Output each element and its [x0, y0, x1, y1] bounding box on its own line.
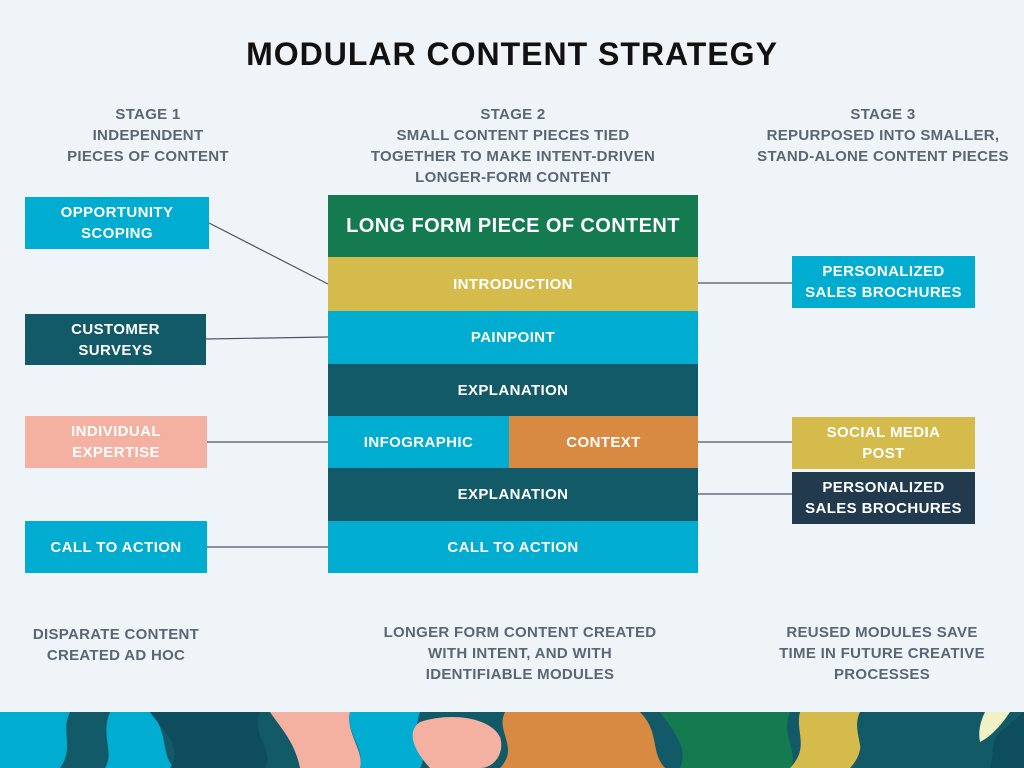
piece-label-line: SALES BROCHURES	[805, 500, 962, 517]
module-context: CONTEXT	[509, 416, 698, 468]
module-introduction: INTRODUCTION	[328, 257, 698, 311]
deco-light-leaf	[979, 712, 1010, 742]
piece-label-line: PERSONALIZED	[822, 479, 945, 496]
deco-pink-leaf	[412, 717, 502, 768]
connector-opportunity-introduction	[208, 222, 329, 285]
decorative-leaf-band	[0, 712, 1024, 768]
stage-3-line: STAGE 3	[850, 106, 916, 123]
footer-line: TIME IN FUTURE CREATIVE	[779, 645, 985, 662]
module-explanation-2: EXPLANATION	[328, 468, 698, 521]
deco-navy-leaf	[150, 712, 268, 768]
footer-stage-2: LONGER FORM CONTENT CREATED WITH INTENT,…	[328, 622, 712, 685]
footer-line: REUSED MODULES SAVE	[786, 624, 978, 641]
deco-navy-leaf	[990, 712, 1024, 768]
module-label: CALL TO ACTION	[447, 538, 579, 556]
footer-line: WITH INTENT, AND WITH	[427, 645, 613, 662]
piece-label-line: CUSTOMER	[71, 320, 160, 338]
deco-navy-leaf	[850, 712, 965, 768]
deco-green-leaf	[660, 712, 793, 768]
module-call-to-action: CALL TO ACTION	[328, 521, 698, 573]
piece-label-line: SURVEYS	[78, 341, 153, 359]
piece-individual-expertise: INDIVIDUAL EXPERTISE	[25, 416, 207, 468]
stage-2-line: LONGER-FORM CONTENT	[415, 169, 611, 186]
stage-1-line: PIECES OF CONTENT	[67, 148, 229, 165]
footer-line: LONGER FORM CONTENT CREATED	[383, 624, 657, 641]
piece-label-line: SOCIAL MEDIA	[826, 424, 941, 441]
stage-1-line: INDEPENDENT	[92, 127, 204, 144]
piece-label-line: SCOPING	[81, 225, 153, 242]
piece-label-line: OPPORTUNITY	[60, 204, 174, 221]
piece-label-line: POST	[862, 445, 905, 462]
deco-navy-leaf	[60, 712, 110, 768]
footer-line: DISPARATE CONTENT	[32, 626, 200, 643]
piece-social-media-post: SOCIAL MEDIA POST	[792, 417, 975, 469]
stage-2-line: SMALL CONTENT PIECES TIED	[396, 127, 630, 144]
footer-stage-1: DISPARATE CONTENT CREATED AD HOC	[8, 624, 224, 666]
deco-teal-leaf	[349, 712, 423, 768]
long-form-header-label: LONG FORM PIECE OF CONTENT	[346, 214, 680, 237]
stage-2-header: STAGE 2 SMALL CONTENT PIECES TIED TOGETH…	[318, 104, 708, 188]
deco-orange-leaf	[500, 712, 665, 768]
piece-opportunity-scoping: OPPORTUNITY SCOPING	[25, 197, 209, 249]
piece-customer-surveys: CUSTOMER SURVEYS	[25, 314, 206, 365]
piece-label-line: PERSONALIZED	[822, 263, 945, 280]
footer-line: CREATED AD HOC	[46, 647, 186, 664]
piece-personalized-brochures-2: PERSONALIZED SALES BROCHURES	[792, 472, 975, 524]
connector-surveys-painpoint	[205, 336, 329, 340]
page-title: MODULAR CONTENT STRATEGY	[246, 36, 778, 72]
footer-stage-3: REUSED MODULES SAVE TIME IN FUTURE CREAT…	[752, 622, 1012, 685]
module-label: EXPLANATION	[457, 486, 569, 503]
module-label: INFOGRAPHIC	[363, 433, 474, 451]
module-label: PAINPOINT	[470, 329, 556, 346]
module-explanation-1: EXPLANATION	[328, 364, 698, 416]
stage-2-line: TOGETHER TO MAKE INTENT-DRIVEN	[370, 148, 656, 165]
stage-3-line: STAND-ALONE CONTENT PIECES	[757, 148, 1009, 165]
module-label: CONTEXT	[566, 433, 641, 451]
deco-yellow-leaf	[790, 712, 861, 768]
stage-2-line: STAGE 2	[480, 106, 546, 123]
piece-label-line: INDIVIDUAL	[71, 423, 161, 440]
piece-personalized-brochures-1: PERSONALIZED SALES BROCHURES	[792, 256, 975, 308]
long-form-header: LONG FORM PIECE OF CONTENT	[328, 195, 698, 257]
stage-1-line: STAGE 1	[115, 106, 181, 123]
module-label: INTRODUCTION	[453, 275, 573, 293]
module-label: EXPLANATION	[457, 381, 569, 399]
module-infographic: INFOGRAPHIC	[328, 416, 509, 468]
footer-line: IDENTIFIABLE MODULES	[425, 666, 615, 683]
piece-call-to-action: CALL TO ACTION	[25, 521, 207, 573]
deco-pink-leaf	[270, 712, 361, 768]
piece-label-line: CALL TO ACTION	[50, 538, 182, 556]
piece-label-line: SALES BROCHURES	[805, 284, 962, 301]
stage-3-line: REPURPOSED INTO SMALLER,	[766, 127, 1000, 144]
stage-1-header: STAGE 1 INDEPENDENT PIECES OF CONTENT	[20, 104, 276, 167]
stage-3-header: STAGE 3 REPURPOSED INTO SMALLER, STAND-A…	[742, 104, 1024, 167]
module-painpoint: PAINPOINT	[328, 311, 698, 364]
piece-label-line: EXPERTISE	[72, 444, 160, 461]
footer-line: PROCESSES	[833, 666, 931, 683]
